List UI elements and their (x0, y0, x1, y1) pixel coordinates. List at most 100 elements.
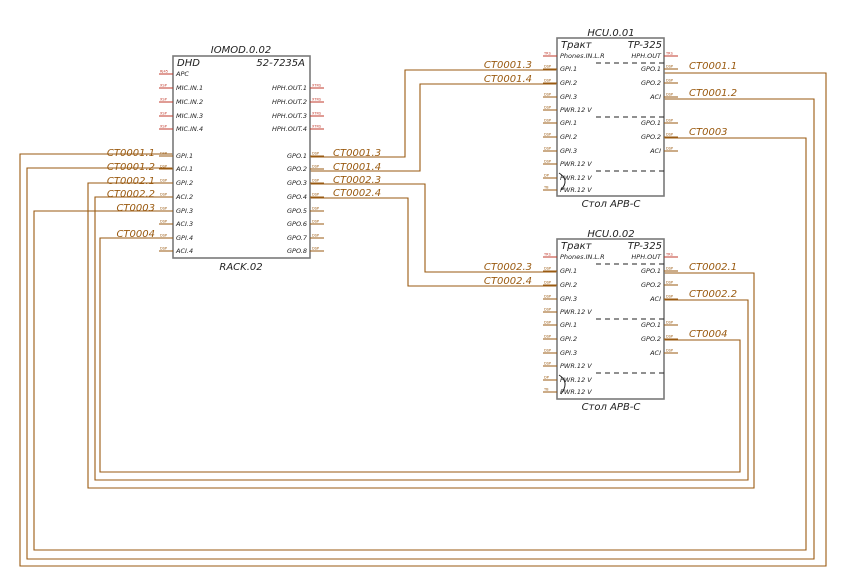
cable-label[interactable]: CT0003 (689, 127, 728, 138)
pin-label: GPO.2 (287, 165, 307, 173)
hcu2-bottom-label: Стол АРВ-С (582, 402, 641, 413)
pin-label: GPO.6 (287, 220, 307, 228)
pin-label: GPI.1 (560, 119, 577, 127)
hcu2-bridge-mark (558, 374, 566, 395)
wire-ct0002-3[interactable] (310, 183, 557, 273)
cable-label[interactable]: CT0002.1 (107, 176, 155, 187)
pin-label: ACI (649, 147, 661, 155)
pin-type-tag: DSP (544, 133, 551, 137)
pin-label: ACI.2 (175, 193, 193, 201)
wire-ct0002-4[interactable] (310, 197, 557, 287)
cable-label[interactable]: CT0001.1 (689, 61, 737, 72)
pin-type-tag: DSP (544, 119, 551, 123)
pin-type-tag: DSP (544, 349, 551, 353)
pin-label: GPI.2 (176, 179, 193, 187)
pin-type-tag: DSP (312, 152, 319, 156)
cable-label[interactable]: CT0002.4 (484, 276, 532, 287)
cable-label[interactable]: CT0001.1 (107, 148, 155, 159)
pin-type-tag: TRS (665, 52, 674, 56)
pin-type-tag: DSP (666, 349, 673, 353)
pin-type-tag: DSP (160, 179, 167, 183)
pin-type-tag: DSP (160, 234, 167, 238)
pin-type-tag: XSP (160, 125, 167, 129)
pin-type-tag: DSP (666, 119, 673, 123)
cable-label[interactable]: CT0004 (116, 229, 155, 240)
pin-label: GPI.4 (176, 234, 193, 242)
hcu1-box[interactable] (556, 37, 665, 197)
pin-label: MIC.IN.3 (176, 112, 203, 120)
wire-ct0004[interactable] (99, 237, 741, 473)
cable-label[interactable]: CT0004 (689, 329, 728, 340)
wire-ct0002-1[interactable] (87, 182, 755, 489)
rack-right-pins: XTRSHPH.OUT.1XTRSHPH.OUT.2XTRSHPH.OUT.3X… (272, 84, 324, 255)
wire-ct0001-2[interactable] (26, 98, 815, 560)
pin-label: HPH.OUT.4 (272, 125, 307, 133)
rack-box[interactable] (172, 55, 311, 259)
pin-label: MIC.IN.2 (176, 98, 203, 106)
cable-label[interactable]: CT0001.3 (484, 60, 532, 71)
hcu2-top-label: HCU.0.02 (587, 229, 634, 240)
pin-type-tag: DP (544, 174, 549, 178)
pin-type-tag: DSP (666, 295, 673, 299)
wire-ct0001-1[interactable] (19, 72, 827, 567)
pin-label: HPH.OUT.1 (272, 84, 307, 92)
cable-label[interactable]: CT0001.4 (333, 162, 381, 173)
cable-label[interactable]: CT0001.4 (484, 74, 532, 85)
cable-label[interactable]: CT0001.2 (107, 162, 155, 173)
pin-label: GPI.2 (560, 335, 577, 343)
cable-label[interactable]: CT0002.4 (333, 188, 381, 199)
pin-label: PWR.12 V (560, 388, 592, 396)
pin-label: PWR.12 V (560, 308, 592, 316)
rack-head-right: 52-7235A (256, 58, 305, 69)
pin-type-tag: DSP (544, 281, 551, 285)
cable-label[interactable]: CT0001.3 (333, 148, 381, 159)
cable-label[interactable]: CT0002.2 (689, 289, 737, 300)
pin-label: GPO.2 (641, 133, 661, 141)
pin-type-tag: DSP (666, 93, 673, 97)
pin-label: PWR.12 V (560, 174, 592, 182)
cable-label[interactable]: CT0002.3 (484, 262, 532, 273)
hcu2-box[interactable] (556, 238, 665, 400)
pin-label: HPH.OUT.3 (272, 112, 307, 120)
pin-type-tag: DSP (312, 207, 319, 211)
pin-type-tag: DSP (544, 106, 551, 110)
pin-label: GPI.2 (560, 133, 577, 141)
pin-type-tag: XTRS (312, 112, 322, 116)
pin-label: Phones.IN.L.R (560, 52, 605, 60)
pin-type-tag: DSP (312, 220, 319, 224)
cable-label[interactable]: CT0002.1 (689, 262, 737, 273)
pin-type-tag: DSP (666, 79, 673, 83)
pin-label: HPH.OUT.2 (272, 98, 307, 106)
pin-label: GPO.5 (287, 207, 307, 215)
pin-label: GPO.1 (641, 321, 661, 329)
cable-label[interactable]: CT0002.3 (333, 175, 381, 186)
pin-label: PWR.12 V (560, 106, 592, 114)
pin-type-tag: XTRS (312, 84, 322, 88)
pin-type-tag: DSP (544, 308, 551, 312)
hcu1-bottom-label: Стол АРВ-С (582, 199, 641, 210)
pin-type-tag: DSP (544, 147, 551, 151)
wires (19, 69, 827, 567)
cable-label[interactable]: CT0001.2 (689, 88, 737, 99)
pin-type-tag: DSP (666, 133, 673, 137)
cable-label[interactable]: CT0003 (116, 203, 155, 214)
wire-ct0003[interactable] (33, 137, 807, 551)
pin-label: MIC.IN.4 (176, 125, 203, 133)
pin-type-tag: DSP (666, 147, 673, 151)
wire-ct0002-2[interactable] (94, 196, 749, 481)
cable-label[interactable]: CT0002.2 (107, 189, 155, 200)
rack-top-label: IOMOD.0.02 (211, 45, 271, 56)
pin-type-tag: DSP (544, 160, 551, 164)
wire-ct0001-3[interactable] (310, 69, 557, 158)
wire-ct0001-4[interactable] (310, 83, 557, 172)
pin-type-tag: DSP (312, 179, 319, 183)
pin-type-tag: DSP (160, 220, 167, 224)
pin-label: GPI.1 (560, 65, 577, 73)
pin-label: GPI.2 (560, 281, 577, 289)
